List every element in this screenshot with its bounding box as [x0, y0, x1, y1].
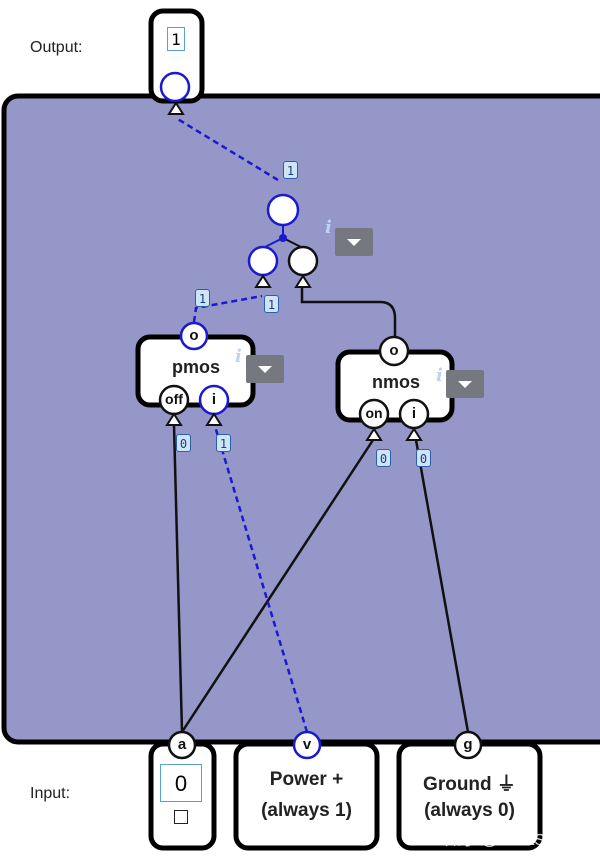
ground-title: Ground ⏚	[423, 774, 516, 795]
merge-output-port[interactable]	[266, 193, 300, 227]
pmos-in-value-badge: 1	[216, 434, 231, 452]
input-a-checkbox[interactable]	[174, 810, 188, 824]
nmos-info-icon[interactable]: i	[436, 365, 443, 386]
wire-g-to-nmos-i[interactable]	[414, 439, 470, 733]
ground-port[interactable]	[453, 730, 483, 760]
nmos-in-arrow-icon	[405, 427, 423, 441]
wire-pmos-o-to-merge[interactable]	[192, 294, 263, 323]
wire-a-to-pmos-off[interactable]	[172, 424, 184, 733]
ground-port-label: g	[463, 736, 473, 753]
wire-v-to-pmos-i[interactable]	[212, 422, 309, 733]
output-label: Output:	[30, 39, 83, 56]
nmos-out-port[interactable]	[378, 335, 410, 367]
pmos-title: pmos	[171, 357, 220, 377]
merge-junction	[279, 234, 287, 242]
output-arrow-icon	[167, 101, 185, 115]
power-port-label: v	[302, 736, 312, 753]
merge-left-arrow-icon	[254, 274, 272, 288]
merge-input-right-port[interactable]	[287, 245, 319, 277]
pmos-off-arrow-icon	[165, 412, 183, 426]
nmos-on-arrow-icon	[365, 427, 383, 441]
merge-in-value-badge: 1	[264, 295, 279, 313]
input-a-port-label: a	[177, 736, 187, 753]
merge-dropdown-button[interactable]	[335, 228, 373, 256]
merge-input-left-port[interactable]	[247, 245, 279, 277]
pmos-in-port-label: i	[211, 391, 217, 408]
circuit-canvas	[1, 93, 600, 745]
power-subtitle: (always 1)	[261, 800, 352, 821]
pmos-in-arrow-icon	[205, 412, 223, 426]
power-node[interactable]	[233, 741, 380, 851]
output-port[interactable]	[159, 71, 191, 103]
pmos-dropdown-button[interactable]	[246, 355, 284, 383]
nmos-dropdown-button[interactable]	[446, 370, 484, 398]
merge-info-icon[interactable]: i	[325, 217, 332, 238]
ground-subtitle: (always 0)	[424, 800, 515, 821]
watermark: 知乎 @ScottSuperb	[445, 832, 586, 849]
input-label: Input:	[30, 785, 71, 802]
power-port[interactable]	[292, 730, 322, 760]
pmos-out-port[interactable]	[179, 321, 209, 351]
nmos-on-value-badge: 0	[376, 449, 391, 467]
pmos-out-value-badge: 1	[195, 289, 210, 307]
output-value: 1	[167, 27, 185, 51]
merge-right-arrow-icon	[294, 274, 312, 288]
input-a-port[interactable]	[167, 730, 197, 760]
nmos-in-port-label: i	[411, 405, 417, 422]
nmos-title: nmos	[371, 372, 420, 392]
pmos-off-port-label: off	[165, 391, 183, 407]
merge-out-value-badge: 1	[283, 161, 298, 179]
power-title: Power +	[269, 769, 344, 790]
nmos-in-value-badge: 0	[416, 449, 431, 467]
wire-a-to-nmos-on[interactable]	[180, 439, 375, 733]
wire-nmos-o-to-merge[interactable]	[300, 288, 397, 338]
input-a-value[interactable]: 0	[160, 764, 202, 802]
nmos-on-port-label: on	[365, 405, 383, 421]
pmos-off-value-badge: 0	[176, 434, 191, 452]
pmos-info-icon[interactable]: i	[235, 346, 242, 367]
nmos-out-port-label: o	[389, 342, 399, 359]
pmos-out-port-label: o	[189, 327, 199, 344]
